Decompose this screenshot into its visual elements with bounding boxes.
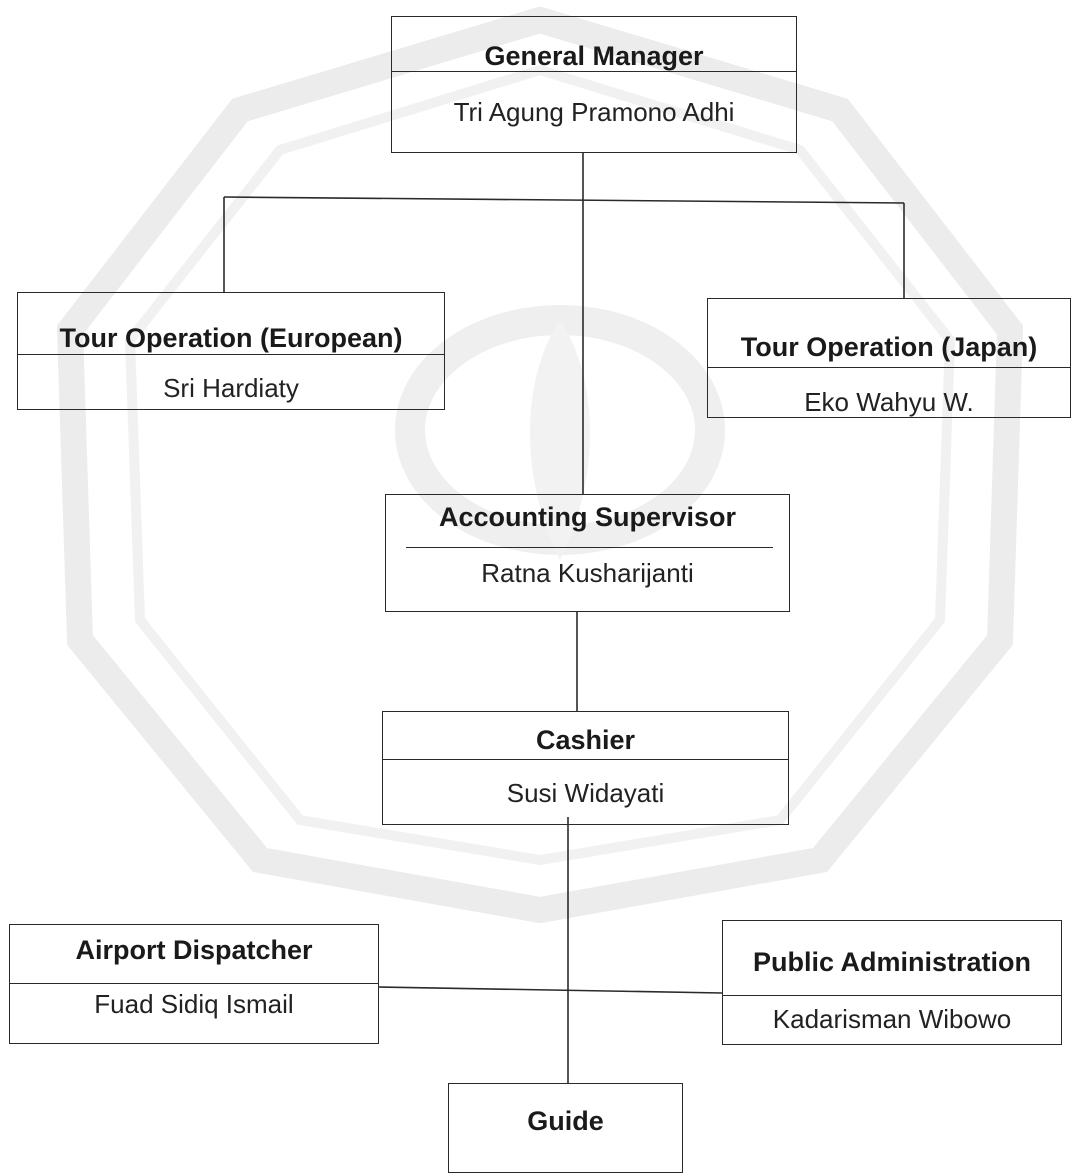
divider	[406, 547, 773, 548]
divider	[383, 759, 788, 760]
guide-box: Guide	[448, 1083, 683, 1173]
tour-operation-european-name: Sri Hardiaty	[163, 373, 299, 403]
guide-title: Guide	[527, 1106, 604, 1136]
public-administration-box: Public Administration Kadarisman Wibowo	[722, 920, 1062, 1045]
tour-operation-japan-box: Tour Operation (Japan) Eko Wahyu W.	[707, 298, 1071, 418]
divider	[723, 995, 1061, 996]
line-staff-horizontal	[378, 986, 723, 994]
accounting-supervisor-title: Accounting Supervisor	[438, 502, 737, 532]
tour-operation-japan-name: Eko Wahyu W.	[804, 387, 974, 417]
airport-dispatcher-name: Fuad Sidiq Ismail	[94, 989, 294, 1019]
divider	[708, 367, 1070, 368]
accounting-supervisor-name: Ratna Kusharijanti	[481, 558, 694, 588]
divider	[392, 71, 796, 72]
general-manager-title: General Manager	[484, 41, 704, 71]
tour-operation-japan-title: Tour Operation (Japan)	[740, 332, 1038, 362]
line-branch-horizontal	[223, 196, 905, 204]
general-manager-name: Tri Agung Pramono Adhi	[453, 97, 735, 127]
public-administration-title: Public Administration	[752, 947, 1031, 977]
general-manager-box: General Manager Tri Agung Pramono Adhi	[391, 16, 797, 153]
airport-dispatcher-box: Airport Dispatcher Fuad Sidiq Ismail	[9, 924, 379, 1044]
accounting-supervisor-box: Accounting Supervisor Ratna Kusharijanti	[385, 494, 790, 612]
divider	[10, 983, 378, 984]
cashier-name: Susi Widayati	[506, 778, 665, 808]
cashier-title: Cashier	[535, 725, 636, 755]
tour-operation-european-title: Tour Operation (European)	[59, 323, 403, 353]
public-administration-name: Kadarisman Wibowo	[772, 1004, 1012, 1034]
airport-dispatcher-title: Airport Dispatcher	[75, 935, 313, 965]
divider	[18, 354, 444, 355]
tour-operation-european-box: Tour Operation (European) Sri Hardiaty	[17, 292, 445, 410]
cashier-box: Cashier Susi Widayati	[382, 711, 789, 825]
